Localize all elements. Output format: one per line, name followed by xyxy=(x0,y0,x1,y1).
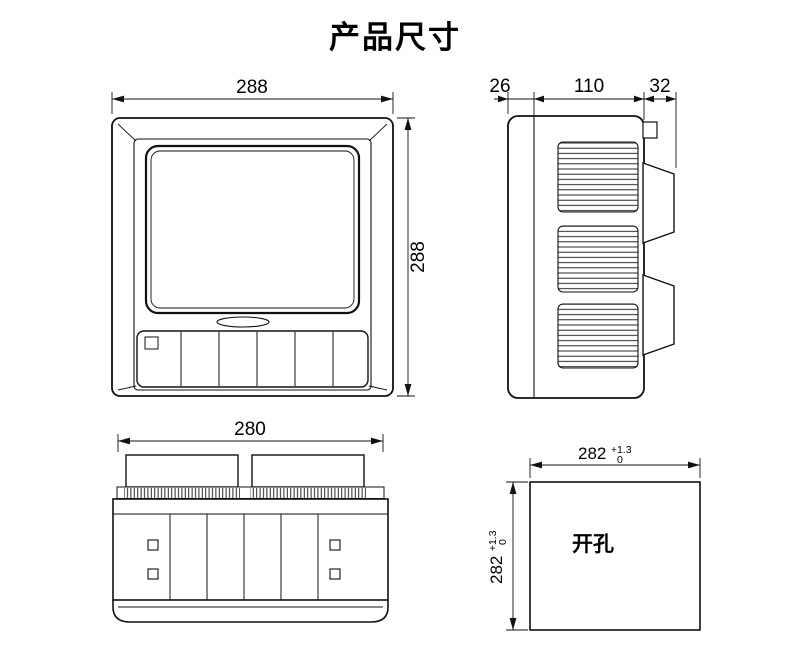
bottom-terminal-block xyxy=(251,454,365,488)
front-height-label: 288 xyxy=(408,241,429,273)
side-mounting-bracket xyxy=(642,162,675,244)
cutout-width-value: 282 xyxy=(578,444,606,463)
front-width-dimension: 288 xyxy=(111,77,394,114)
cutout-height-value: 282 xyxy=(487,556,506,584)
side-bezel-depth-label: 26 xyxy=(489,76,510,97)
front-corner-bevel xyxy=(368,385,388,391)
front-bezel-inner-edge xyxy=(133,138,372,391)
arrowhead xyxy=(634,95,644,103)
front-corner-bevel xyxy=(117,123,137,142)
cutout-height-tol-upper: +1.3 xyxy=(487,530,499,551)
bottom-terminal-block xyxy=(125,454,239,488)
arrowhead xyxy=(509,482,517,494)
bottom-comb-teeth xyxy=(250,488,366,499)
arrowhead xyxy=(371,437,383,445)
arrowhead xyxy=(530,461,542,469)
side-vent-panel xyxy=(557,141,639,213)
front-corner-bevel xyxy=(368,123,388,142)
front-oval-window xyxy=(216,316,270,328)
bottom-width-label: 280 xyxy=(234,419,266,440)
cutout-label: 开孔 xyxy=(572,533,614,556)
side-rear-notch xyxy=(642,121,658,139)
side-vent-panel xyxy=(557,303,639,369)
arrowhead xyxy=(644,95,654,103)
side-rear-depth-label: 32 xyxy=(649,76,670,97)
cutout-width-label: 282 +1.3 0 xyxy=(578,440,636,466)
cutout-height-label: 282 +1.3 0 xyxy=(483,526,509,584)
bottom-terminal-hole xyxy=(329,568,341,580)
side-mounting-bracket xyxy=(642,274,675,356)
bottom-case-outline xyxy=(112,498,389,601)
arrowhead xyxy=(404,384,412,396)
front-view xyxy=(111,117,394,397)
front-height-dimension: 288 xyxy=(397,117,429,397)
cutout-square xyxy=(529,481,701,631)
arrowhead xyxy=(112,95,124,103)
side-view xyxy=(507,115,675,399)
front-keypad-square xyxy=(144,336,159,350)
bottom-terminal-hole xyxy=(147,568,159,580)
bottom-comb-teeth xyxy=(124,488,240,499)
bottom-terminal-hole xyxy=(329,539,341,551)
front-corner-bevel xyxy=(117,385,137,391)
cutout-width-tol-upper: +1.3 xyxy=(611,444,632,456)
bottom-case-cap xyxy=(112,600,389,623)
front-screen xyxy=(144,144,361,315)
bottom-width-dimension: 280 xyxy=(117,419,384,452)
arrowhead xyxy=(509,618,517,630)
page-title: 产品尺寸 xyxy=(329,20,461,55)
side-vent-panel xyxy=(557,225,639,293)
arrowhead xyxy=(381,95,393,103)
side-case-depth-label: 110 xyxy=(574,76,604,97)
cutout-height-tol-lower: 0 xyxy=(497,539,509,545)
cutout-view: 开孔 282 +1.3 0 282 +1.3 0 xyxy=(483,440,701,631)
side-depth-dimensions: 26 110 32 xyxy=(489,76,677,168)
arrowhead xyxy=(534,95,544,103)
bottom-view xyxy=(112,454,389,623)
arrowhead xyxy=(498,95,508,103)
front-width-label: 288 xyxy=(236,77,268,98)
front-screen-inner-edge xyxy=(150,150,355,309)
cutout-width-tol-lower: 0 xyxy=(617,454,623,466)
arrowhead xyxy=(118,437,130,445)
arrowhead xyxy=(404,118,412,130)
front-keypad-strip xyxy=(136,330,369,388)
arrowhead xyxy=(666,95,676,103)
arrowhead xyxy=(688,461,700,469)
bottom-terminal-hole xyxy=(147,539,159,551)
